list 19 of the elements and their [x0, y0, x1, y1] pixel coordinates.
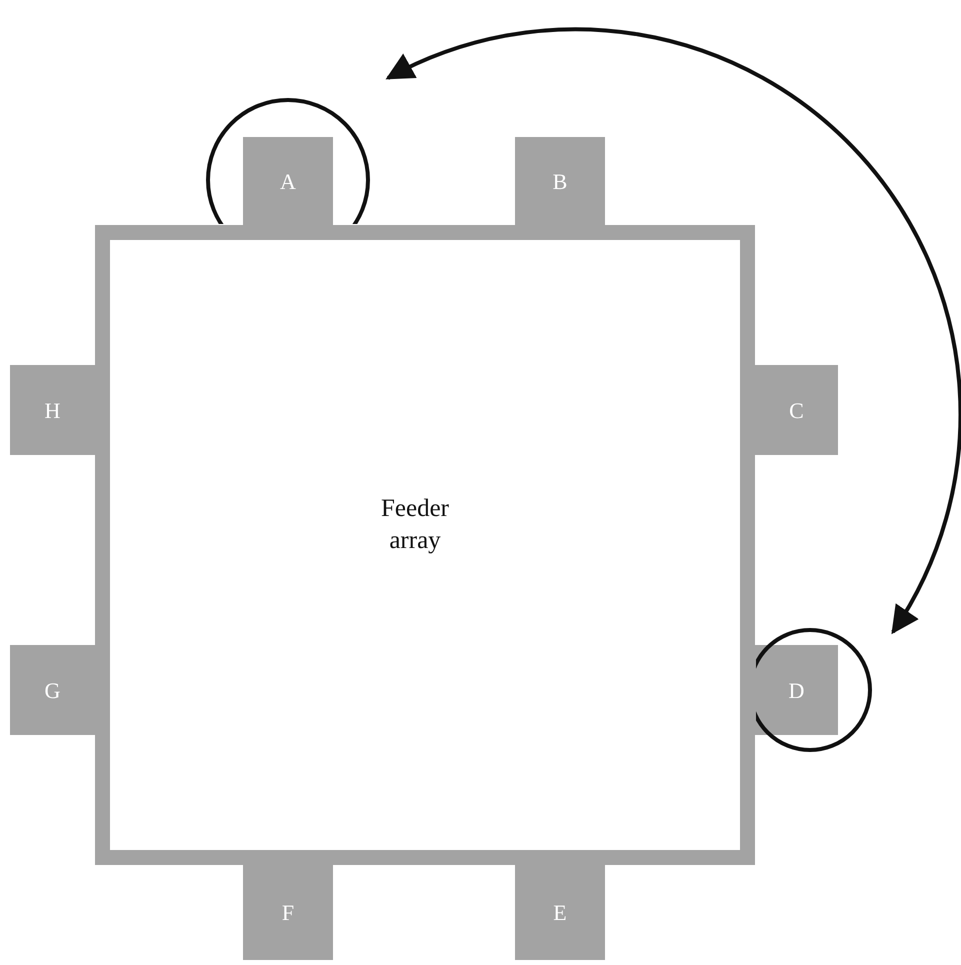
feeder-label: C [789, 396, 804, 424]
feeder-label: A [280, 168, 296, 196]
feeder-box [515, 137, 605, 225]
feeder-array-frame [95, 225, 755, 865]
feeder-label: B [552, 168, 568, 196]
feeder-box [243, 865, 333, 960]
feeder-label: D [788, 676, 804, 704]
feeder-box [10, 365, 95, 455]
feeder-label: F [282, 899, 294, 927]
feeder-box [515, 865, 605, 960]
feeder-label: H [44, 396, 60, 424]
feeder-box [10, 645, 95, 735]
node-label: Feeder array [380, 494, 450, 556]
circle-outline [756, 628, 874, 752]
feeder-box [755, 365, 838, 455]
curved-arrow [385, 27, 961, 634]
feeder-label: E [553, 899, 567, 927]
circle-outline [206, 98, 370, 224]
feeder-label: G [44, 676, 60, 704]
